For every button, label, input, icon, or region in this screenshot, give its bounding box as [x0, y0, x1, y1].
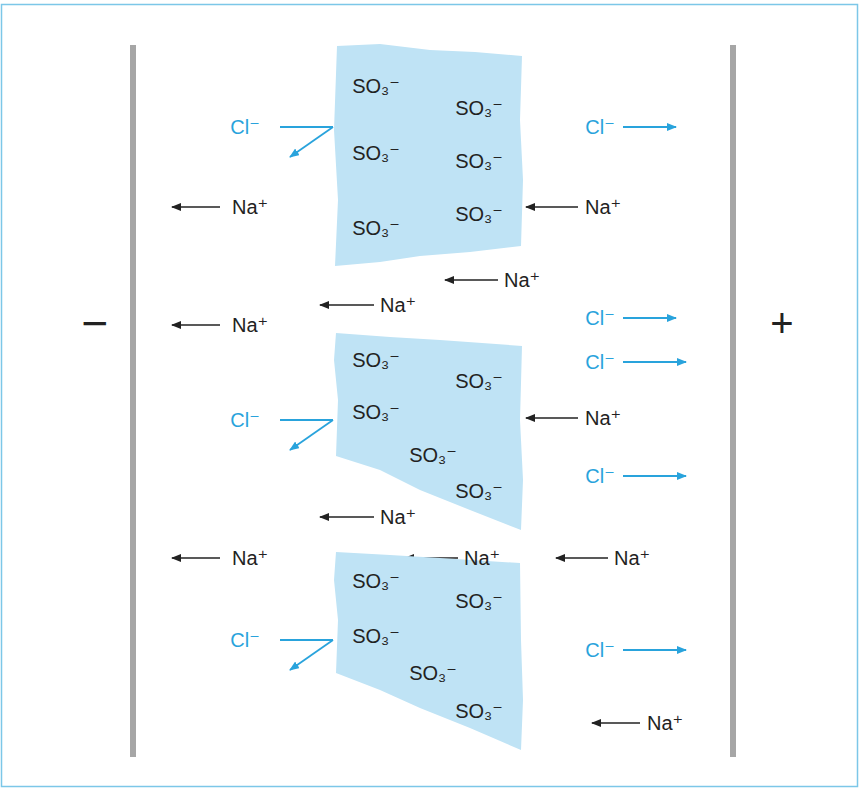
sulfonate-group: SO₃⁻ [352, 402, 400, 422]
frame [2, 5, 858, 787]
sulfonate-group: SO₃⁻ [352, 143, 400, 163]
anode [730, 45, 736, 757]
sulfonate-group: SO₃⁻ [455, 204, 503, 224]
ion-label: Na⁺ [464, 548, 500, 568]
membrane: SO₃⁻ SO₃⁻ SO₃⁻ SO₃⁻ SO₃⁻ [333, 550, 525, 752]
ion-label: Na⁺ [504, 270, 540, 290]
membrane: SO₃⁻ SO₃⁻ SO₃⁻ SO₃⁻ SO₃⁻ SO₃⁻ [333, 44, 525, 268]
ion-label: Na⁺ [232, 197, 268, 217]
ion-label: Na⁺ [232, 315, 268, 335]
sulfonate-group: SO₃⁻ [455, 151, 503, 171]
ion-label: Na⁺ [232, 548, 268, 568]
ion-label: Na⁺ [614, 548, 650, 568]
ion-label: Na⁺ [647, 713, 683, 733]
sulfonate-group: SO₃⁻ [455, 98, 503, 118]
sulfonate-group: SO₃⁻ [352, 218, 400, 238]
ion-label: Cl⁻ [585, 640, 614, 660]
ion-label: Cl⁻ [585, 308, 614, 328]
sulfonate-group: SO₃⁻ [455, 371, 503, 391]
sulfonate-group: SO₃⁻ [409, 445, 457, 465]
ion-label: Cl⁻ [230, 117, 259, 137]
sulfonate-group: SO₃⁻ [455, 701, 503, 721]
electrode-sign: + [770, 303, 793, 343]
sulfonate-group: SO₃⁻ [455, 481, 503, 501]
membrane: SO₃⁻ SO₃⁻ SO₃⁻ SO₃⁻ SO₃⁻ [333, 331, 525, 533]
ion-label: Cl⁻ [585, 117, 614, 137]
sulfonate-group: SO₃⁻ [352, 571, 400, 591]
ion-label: Na⁺ [585, 197, 621, 217]
ion-label: Na⁺ [380, 295, 416, 315]
sulfonate-group: SO₃⁻ [352, 626, 400, 646]
ion-label: Na⁺ [380, 507, 416, 527]
sulfonate-group: SO₃⁻ [352, 350, 400, 370]
ion-label: Na⁺ [585, 408, 621, 428]
sulfonate-group: SO₃⁻ [455, 591, 503, 611]
ion-label: Cl⁻ [585, 352, 614, 372]
sulfonate-group: SO₃⁻ [352, 76, 400, 96]
cathode [130, 45, 136, 757]
sulfonate-group: SO₃⁻ [409, 663, 457, 683]
electrode-sign: − [82, 300, 109, 346]
ion-label: Cl⁻ [230, 630, 259, 650]
ion-label: Cl⁻ [585, 466, 614, 486]
ion-label: Cl⁻ [230, 410, 259, 430]
